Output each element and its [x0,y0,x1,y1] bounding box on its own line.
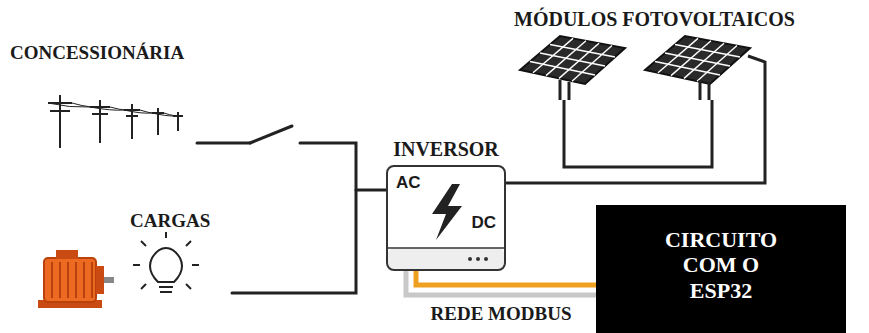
ac-text: AC [396,173,421,193]
motor-icon [38,250,114,308]
esp32-box: CIRCUITO COM O ESP32 [596,205,846,333]
esp32-text: CIRCUITO COM O ESP32 [655,227,787,303]
inverter-heading: INVERSOR [393,138,499,161]
loads-label: CARGAS [130,210,210,232]
dc-text: DC [471,213,496,233]
inverter-body [386,165,506,271]
modbus-cable [406,271,596,295]
utility-label: CONCESSIONÁRIA [10,42,184,64]
edge-label: REDE MODBUS [431,303,572,325]
switch-wiring [197,126,386,293]
cable-orange [416,271,596,285]
solar-panels [520,36,750,100]
dc-wiring [506,56,765,183]
pv-modules-label: MÓDULOS FOTOVOLTAICOS [514,8,795,31]
power-poles [48,95,183,148]
inverter-box: INVERSORACDC [386,165,506,271]
lightbulb-icon [133,232,199,292]
cable-grey [406,271,596,295]
